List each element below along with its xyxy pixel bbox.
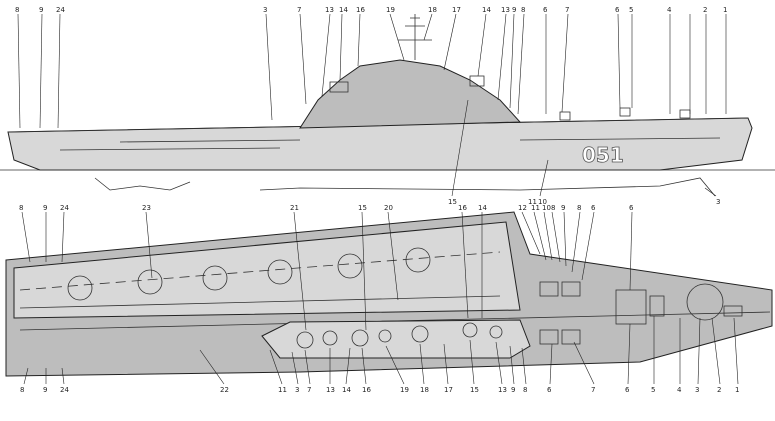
callout: 11 xyxy=(528,198,537,206)
callout: 12 xyxy=(518,204,527,212)
callout: 16 xyxy=(362,386,371,394)
callout: 6 xyxy=(547,386,552,394)
profile-island xyxy=(299,59,522,129)
callout: 7 xyxy=(307,386,311,394)
callout: 18 xyxy=(428,6,437,14)
plan-island xyxy=(261,319,531,359)
plan-island-details xyxy=(296,322,503,349)
callout: 11 xyxy=(531,204,540,212)
plan-view: 8 9 24 23 21 15 20 16 14 12 11 10 8 9 8 … xyxy=(5,204,773,394)
plan-elevator-circles xyxy=(67,247,724,321)
plan-callout-leaders xyxy=(21,211,633,331)
profile-hull-number: 051 xyxy=(582,143,624,167)
profile-hull xyxy=(7,117,753,171)
callout: 5 xyxy=(651,386,655,394)
callout: 22 xyxy=(220,386,229,394)
callout: 1 xyxy=(723,6,727,14)
callout: 8 xyxy=(15,6,19,14)
callout: 11 xyxy=(278,386,287,394)
callout: 19 xyxy=(400,386,409,394)
callout: 9 xyxy=(43,386,47,394)
callout: 14 xyxy=(478,204,487,212)
side-profile: 051 xyxy=(0,6,775,206)
callout: 6 xyxy=(625,386,630,394)
callout: 13 xyxy=(326,386,335,394)
callout: 2 xyxy=(717,386,721,394)
callout: 8 xyxy=(19,204,23,212)
callout: 13 xyxy=(325,6,334,14)
callout: 24 xyxy=(60,204,69,212)
callout: 8 xyxy=(521,6,525,14)
callout: 6 xyxy=(543,6,548,14)
callout: 9 xyxy=(39,6,43,14)
callout: 14 xyxy=(339,6,348,14)
callout: 17 xyxy=(444,386,453,394)
callout: 8 xyxy=(551,204,555,212)
callout: 16 xyxy=(458,204,467,212)
profile-radar-1 xyxy=(329,81,349,93)
profile-gun-mounts xyxy=(559,107,691,121)
callout: 17 xyxy=(452,6,461,14)
callout: 21 xyxy=(290,204,299,212)
callout: 24 xyxy=(56,6,65,14)
callout: 18 xyxy=(420,386,429,394)
callout: 9 xyxy=(512,6,516,14)
callout: 24 xyxy=(60,386,69,394)
callout: 10 xyxy=(538,198,547,206)
callout: 8 xyxy=(20,386,24,394)
callout: 8 xyxy=(577,204,581,212)
callout: 10 xyxy=(542,204,551,212)
callout: 7 xyxy=(591,386,595,394)
plan-callout-leaders-bottom xyxy=(23,316,739,385)
callout: 3 xyxy=(263,6,267,14)
callout: 2 xyxy=(703,6,707,14)
callout: 23 xyxy=(142,204,151,212)
callout: 3 xyxy=(295,386,299,394)
plan-callout-labels-top: 8 9 24 23 21 15 20 16 14 12 11 10 8 9 8 … xyxy=(19,204,634,212)
profile-mast xyxy=(398,14,432,60)
profile-callout-labels: 8 9 24 3 7 13 14 16 19 18 17 14 13 9 8 6… xyxy=(15,6,727,206)
plan-callout-labels-bottom: 8 9 24 22 11 3 7 13 14 16 19 18 17 15 13… xyxy=(20,386,739,394)
callout: 3 xyxy=(716,198,720,206)
callout: 6 xyxy=(591,204,596,212)
callout: 6 xyxy=(629,204,634,212)
callout: 3 xyxy=(695,386,699,394)
callout: 9 xyxy=(561,204,565,212)
callout: 5 xyxy=(629,6,633,14)
callout: 13 xyxy=(501,6,510,14)
callout: 20 xyxy=(384,204,393,212)
profile-radar-2 xyxy=(469,75,485,87)
callout: 13 xyxy=(498,386,507,394)
callout: 6 xyxy=(615,6,620,14)
plan-angled-deck xyxy=(13,221,521,319)
callout: 19 xyxy=(386,6,395,14)
profile-callout-leaders xyxy=(17,13,727,197)
callout: 4 xyxy=(667,6,672,14)
callout: 7 xyxy=(565,6,569,14)
callout: 14 xyxy=(342,386,351,394)
plan-launchers xyxy=(539,281,743,345)
callout: 9 xyxy=(43,204,47,212)
profile-portholes xyxy=(59,137,721,151)
callout: 15 xyxy=(470,386,479,394)
callout: 1 xyxy=(735,386,739,394)
callout: 15 xyxy=(358,204,367,212)
callout: 9 xyxy=(511,386,515,394)
profile-stern-gear xyxy=(94,177,716,197)
callout: 16 xyxy=(356,6,365,14)
callout: 7 xyxy=(297,6,301,14)
callout: 14 xyxy=(482,6,491,14)
callout: 15 xyxy=(448,198,457,206)
callout: 8 xyxy=(523,386,527,394)
callout: 4 xyxy=(677,386,682,394)
